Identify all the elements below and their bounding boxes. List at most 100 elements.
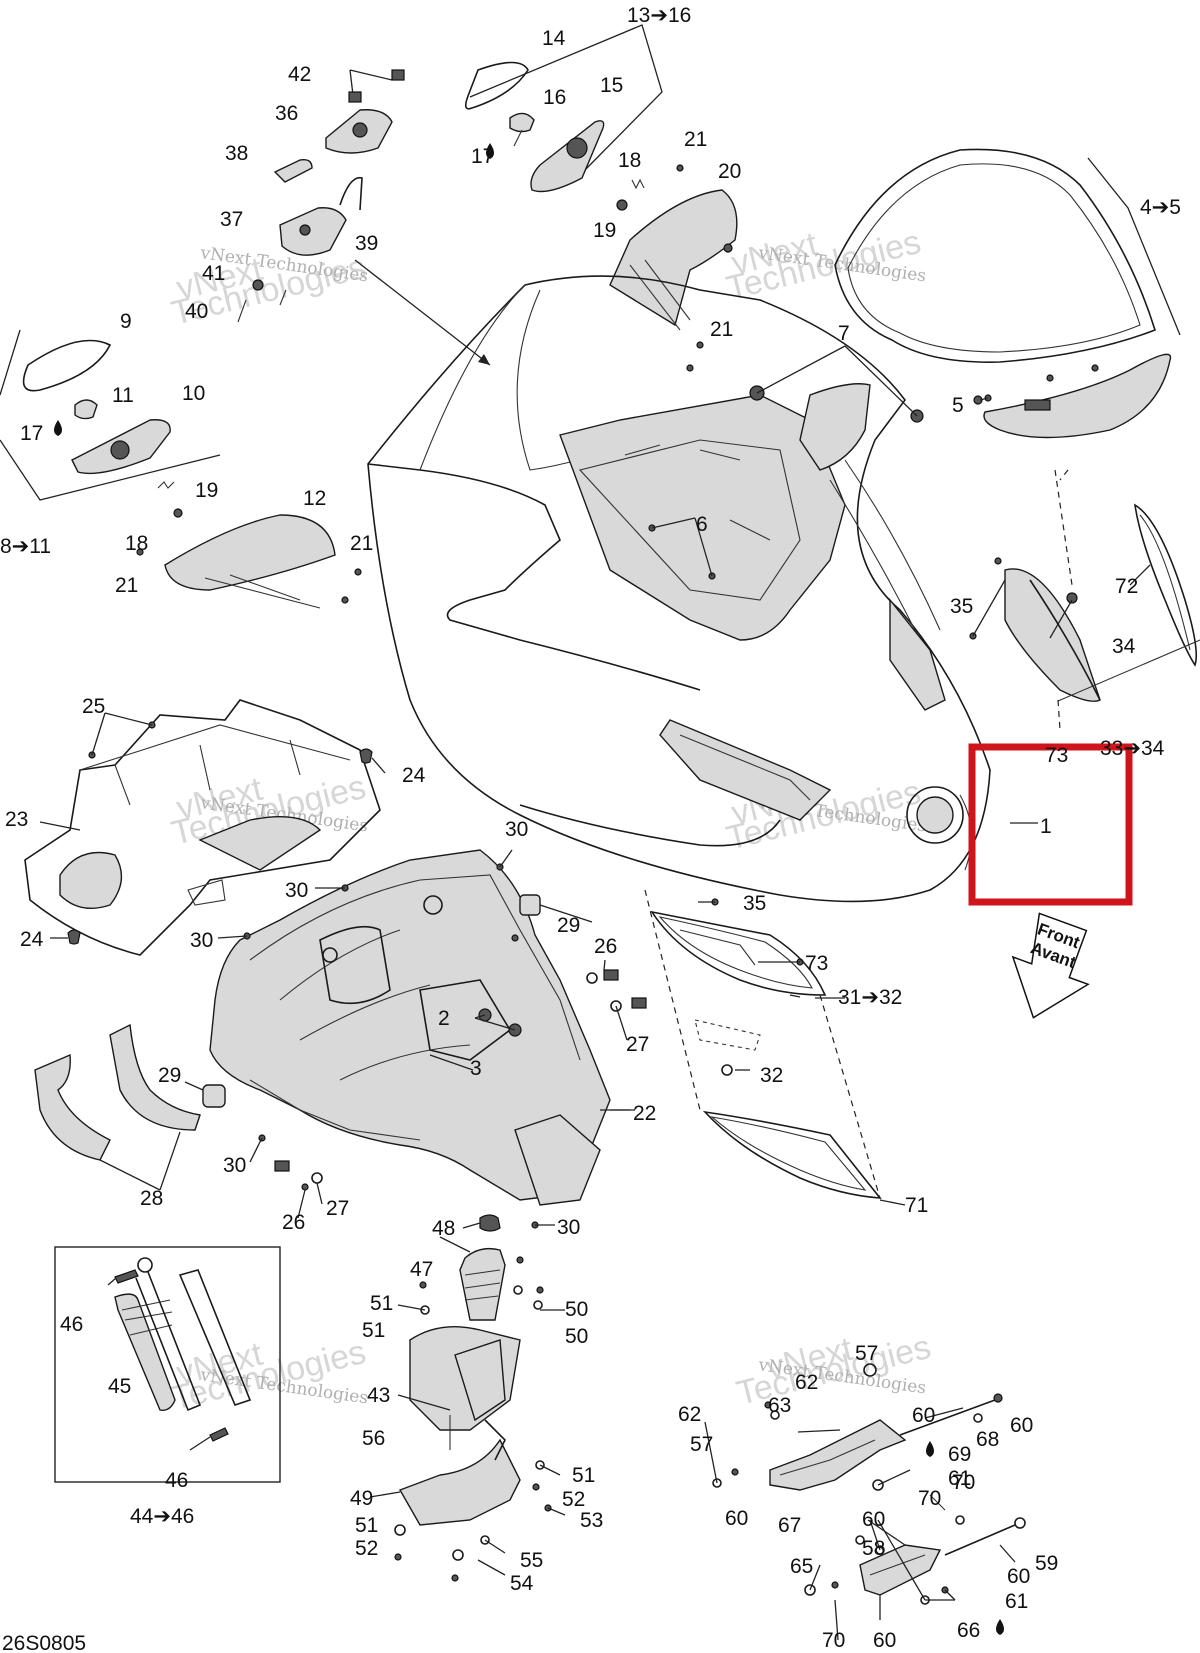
callout-label: 70	[918, 1487, 941, 1510]
callout-label: 21	[684, 128, 707, 151]
callout-label: 72	[1115, 575, 1138, 598]
callout-label: 31➔32	[838, 986, 902, 1009]
callout-label: 68	[976, 1428, 999, 1451]
callout-label: 70	[822, 1629, 845, 1652]
callout-label: 30	[223, 1154, 246, 1177]
watermark-bottom-right: vNext Technologies vNext Technologies	[733, 1328, 935, 1413]
callout-label: 53	[580, 1509, 603, 1532]
callout-label: 13➔16	[627, 4, 691, 27]
callout-label: 21	[710, 318, 733, 341]
callout-label: 56	[362, 1427, 385, 1450]
callout-label: 15	[600, 74, 623, 97]
part-22-drawing	[209, 849, 611, 1229]
callout-label: 28	[140, 1187, 163, 1210]
callout-label: 1	[1040, 815, 1052, 838]
highlight-box	[968, 743, 1133, 906]
callout-label: 7	[838, 322, 850, 345]
callout-label: 60	[1010, 1414, 1033, 1437]
callout-label: 17	[20, 422, 43, 445]
callout-label: 45	[108, 1375, 131, 1398]
callout-label: 41	[202, 262, 225, 285]
callout-label: 47	[410, 1258, 433, 1281]
callout-label: 49	[350, 1487, 373, 1510]
callout-label: 60	[873, 1629, 896, 1652]
callout-label: 42	[288, 63, 311, 86]
callout-label: 62	[678, 1403, 701, 1426]
callout-label: 36	[275, 102, 298, 125]
callout-label: 2	[438, 1007, 450, 1030]
callout-label: 32	[760, 1064, 783, 1087]
callout-label: 73	[1045, 744, 1068, 767]
part-20-drawing	[609, 164, 738, 372]
side-panel-drawing	[969, 469, 1200, 702]
callout-label: 24	[402, 764, 426, 787]
callout-label: 69	[948, 1443, 971, 1466]
group-8-11-drawing	[0, 329, 221, 518]
callout-label: 46	[60, 1313, 83, 1336]
callout-label: 6	[696, 513, 708, 536]
callout-label: 51	[355, 1514, 378, 1537]
callout-label: 60	[725, 1507, 748, 1530]
watermark-top-right: vNext Technologies vNext Technologies	[723, 223, 928, 308]
callout-label: 59	[1035, 1552, 1058, 1575]
callout-label: 24	[20, 928, 44, 951]
callout-label: 35	[950, 595, 973, 618]
callout-label: 66	[957, 1619, 980, 1642]
callout-label: 21	[115, 574, 138, 597]
callout-label: 61	[1005, 1590, 1028, 1613]
drawing-code: 26S0805	[2, 1632, 86, 1653]
watermark-top-left: vNext Technologies vNext Technologies	[168, 243, 370, 333]
callout-label: 60	[1007, 1565, 1030, 1588]
callout-label: 11	[112, 384, 134, 407]
callout-label: 58	[862, 1537, 885, 1560]
callout-label: 26	[282, 1211, 305, 1234]
callout-label: 51	[572, 1464, 595, 1487]
callout-label: 57	[690, 1433, 713, 1456]
hardware-mid-drawing	[202, 894, 804, 1191]
drop-icons	[54, 143, 1004, 1635]
callout-label: 26	[594, 935, 617, 958]
callout-label: 52	[355, 1537, 378, 1560]
callout-label: 65	[790, 1555, 813, 1578]
callout-label: 50	[565, 1298, 588, 1321]
callout-label: 71	[905, 1194, 928, 1217]
callout-label: 57	[855, 1342, 878, 1365]
callout-label: 9	[120, 310, 132, 333]
part-28-drawing	[34, 1023, 201, 1191]
callout-label: 35	[743, 892, 766, 915]
drop-icon	[486, 143, 494, 159]
callout-label: 18	[618, 149, 641, 172]
callout-label: 60	[912, 1404, 935, 1427]
callout-label: 21	[350, 532, 373, 555]
callout-label: 73	[805, 952, 828, 975]
callout-label: 61	[948, 1467, 971, 1490]
drop-icon	[996, 1619, 1004, 1635]
callout-label: 18	[125, 532, 148, 555]
callout-label: 10	[182, 382, 205, 405]
callout-label: 16	[543, 86, 566, 109]
callout-label: 29	[557, 914, 580, 937]
callout-label: 30	[285, 879, 308, 902]
front-arrow: Front Avant	[1011, 912, 1090, 1019]
callout-label: 14	[542, 27, 566, 50]
callout-label: 33➔34	[1100, 737, 1165, 760]
callout-label: 4➔5	[1140, 196, 1181, 219]
callout-label: 70	[952, 1471, 975, 1494]
windshield-drawing	[834, 148, 1181, 439]
callout-label: 50	[565, 1325, 588, 1348]
callout-label: 20	[718, 160, 741, 183]
callout-label: 5	[952, 394, 964, 417]
callout-label: 46	[165, 1469, 188, 1492]
callout-label: 37	[220, 208, 243, 231]
callout-label: 51	[370, 1292, 393, 1315]
callout-label: 12	[303, 487, 326, 510]
callout-label: 34	[1112, 635, 1136, 658]
callout-label: 23	[5, 808, 28, 831]
drop-icon	[926, 1441, 934, 1457]
callout-label: 25	[82, 695, 105, 718]
drop-icon	[54, 420, 62, 436]
group-13-16-drawing	[464, 24, 663, 193]
callout-label: 30	[190, 929, 213, 952]
callout-label: 30	[505, 818, 528, 841]
